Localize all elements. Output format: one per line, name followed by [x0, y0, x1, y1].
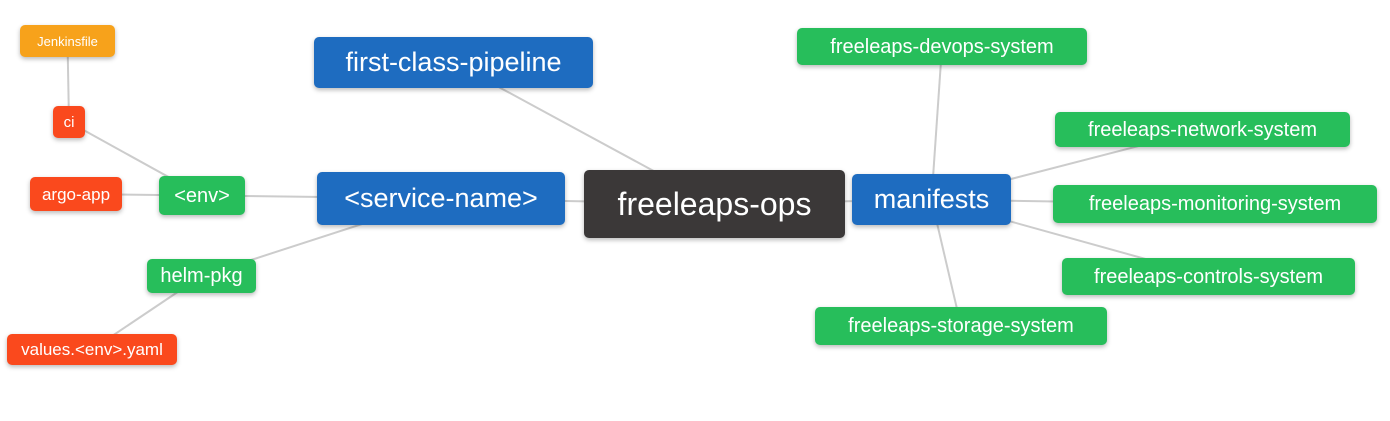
- node-values-env-yaml[interactable]: values.<env>.yaml: [7, 334, 177, 365]
- node-manifests[interactable]: manifests: [852, 174, 1011, 225]
- node-freeleaps-network-system[interactable]: freeleaps-network-system: [1055, 112, 1350, 147]
- node-freeleaps-monitoring-system[interactable]: freeleaps-monitoring-system: [1053, 185, 1377, 223]
- node-freeleaps-controls-system[interactable]: freeleaps-controls-system: [1062, 258, 1355, 295]
- node-helm-pkg[interactable]: helm-pkg: [147, 259, 256, 293]
- node-argo-app[interactable]: argo-app: [30, 177, 122, 211]
- node-env[interactable]: <env>: [159, 176, 245, 215]
- node-freeleaps-devops-system[interactable]: freeleaps-devops-system: [797, 28, 1087, 65]
- node-first-class-pipeline[interactable]: first-class-pipeline: [314, 37, 593, 88]
- node-service-name[interactable]: <service-name>: [317, 172, 565, 225]
- node-jenkinsfile[interactable]: Jenkinsfile: [20, 25, 115, 57]
- node-freeleaps-ops-root[interactable]: freeleaps-ops: [584, 170, 845, 238]
- node-freeleaps-storage-system[interactable]: freeleaps-storage-system: [815, 307, 1107, 345]
- node-ci[interactable]: ci: [53, 106, 85, 138]
